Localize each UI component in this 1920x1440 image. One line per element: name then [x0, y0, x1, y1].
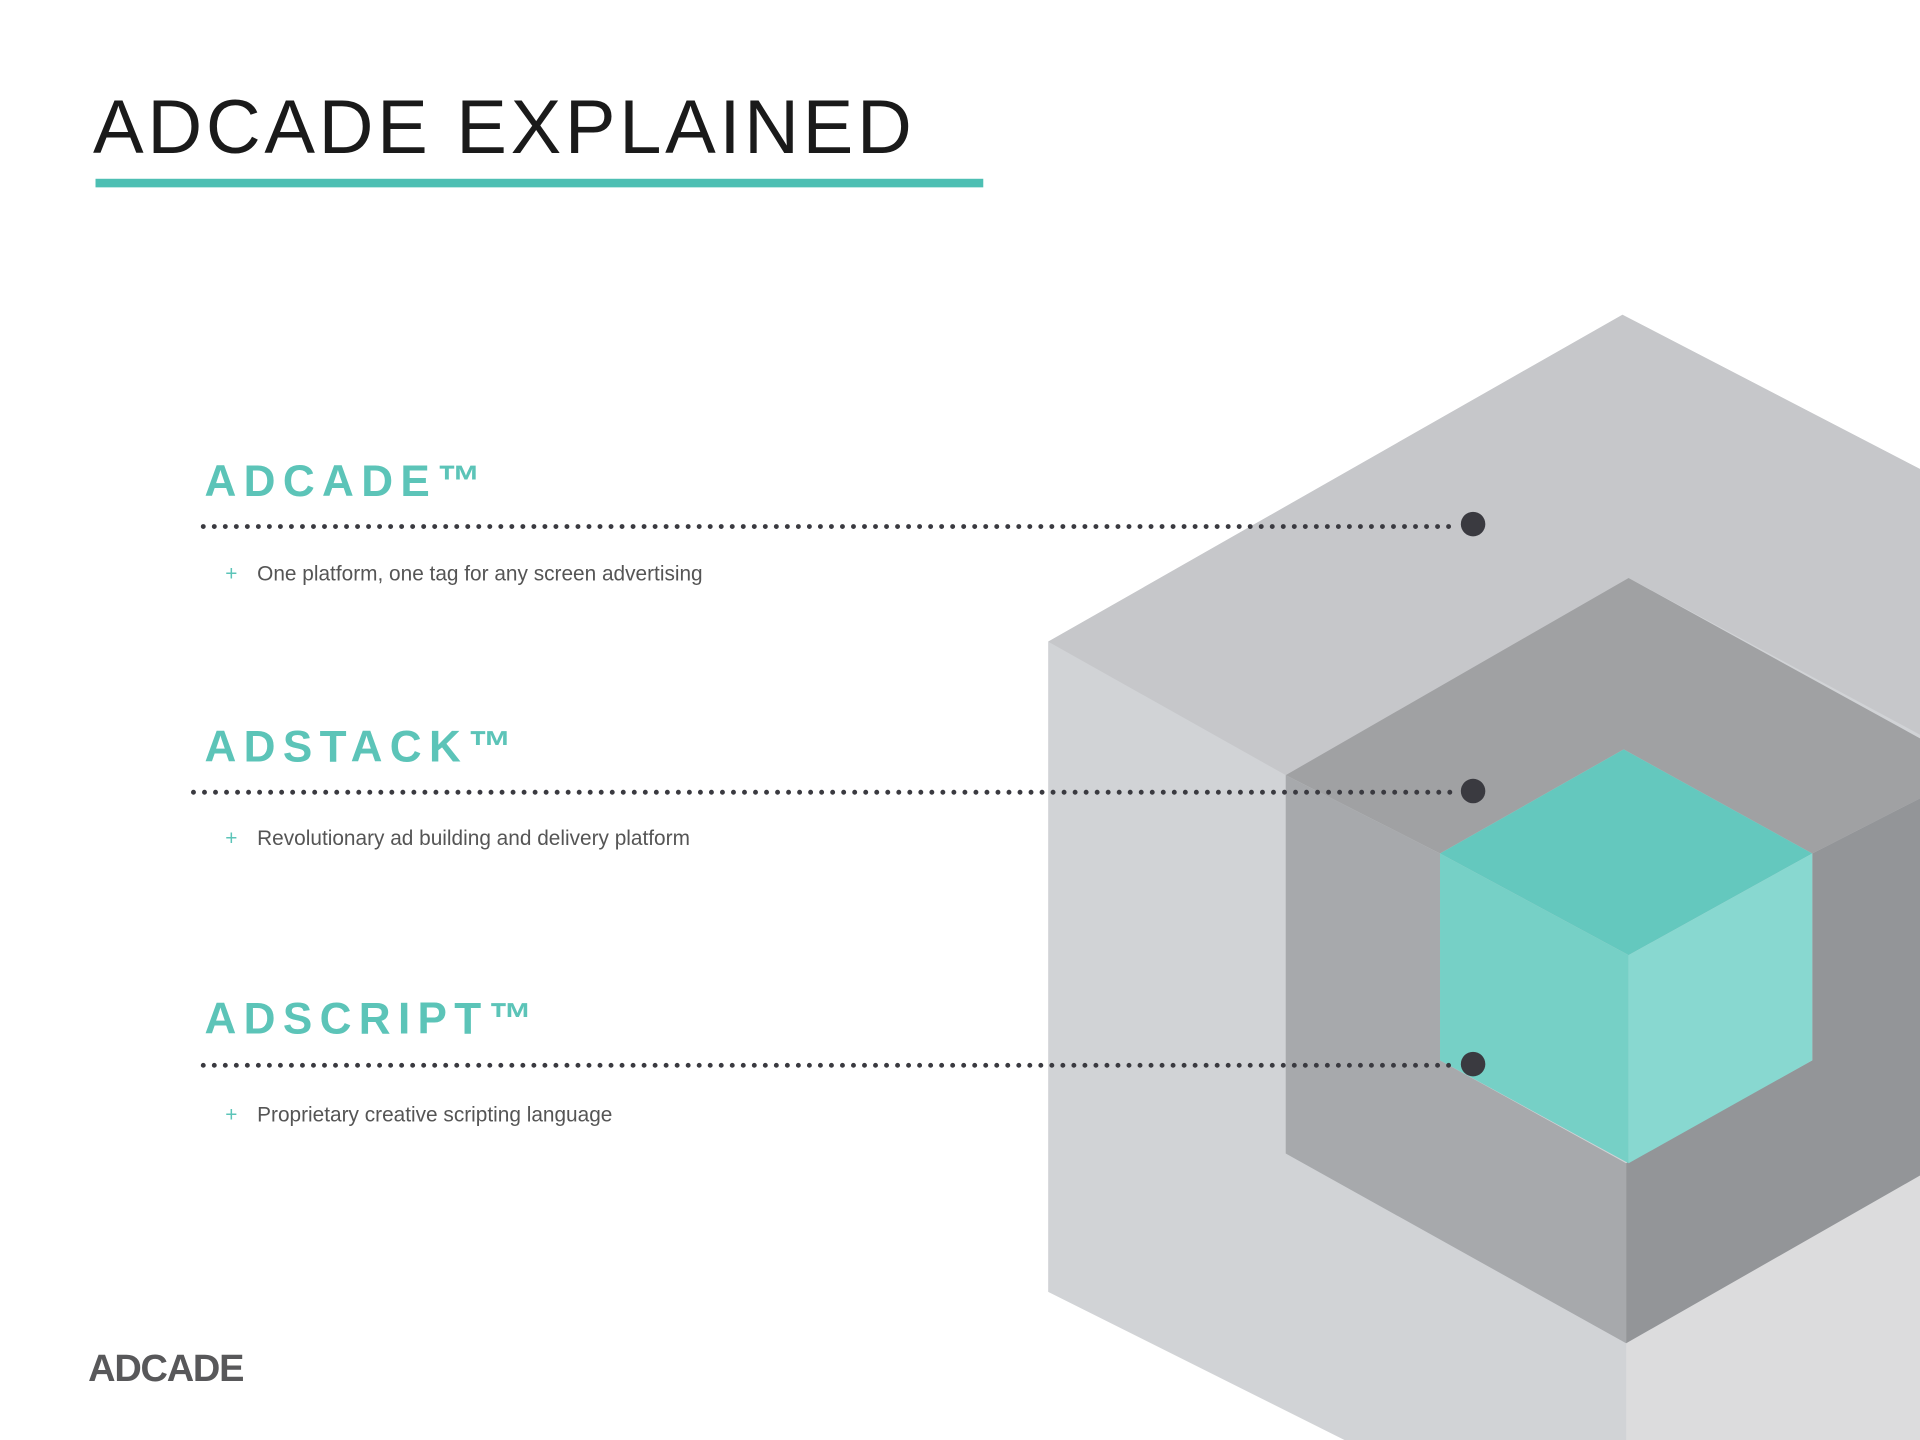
marker-dot-adcade — [1460, 511, 1486, 537]
marker-dot-adscript — [1460, 1051, 1486, 1077]
teal-cube-left — [1440, 853, 1629, 1164]
teal-cube-top — [1440, 749, 1813, 956]
bullet-text: Proprietary creative scripting language — [257, 1103, 613, 1127]
bullet-adscript: + Proprietary creative scripting language — [225, 1104, 612, 1125]
teal-cube-right — [1628, 853, 1813, 1164]
plus-icon: + — [225, 826, 238, 850]
section-heading-adscript: ADSCRIPT™ — [204, 993, 541, 1044]
plus-icon: + — [225, 562, 238, 586]
plus-icon: + — [225, 1103, 238, 1127]
bullet-text: Revolutionary ad building and delivery p… — [257, 826, 690, 850]
cavity-left-wall — [1285, 775, 1627, 1344]
bullet-adcade: + One platform, one tag for any screen ad… — [225, 563, 702, 584]
section-heading-adcade: ADCADE™ — [204, 455, 489, 506]
title-underline — [95, 178, 984, 188]
section-heading-adstack: ADSTACK™ — [204, 721, 520, 772]
bullet-adstack: + Revolutionary ad building and delivery … — [225, 828, 690, 849]
bullet-text: One platform, one tag for any screen adv… — [257, 562, 703, 586]
adcade-logo: ADCADE — [88, 1346, 244, 1390]
outer-cube-top-face — [1048, 314, 1920, 776]
cavity-top-wall — [1285, 577, 1920, 854]
page-title: ADCADE EXPLAINED — [93, 85, 916, 171]
outer-cube-right-face — [1626, 1175, 1920, 1440]
cavity-right-wall — [1626, 798, 1920, 1344]
marker-dot-adstack — [1460, 778, 1486, 804]
